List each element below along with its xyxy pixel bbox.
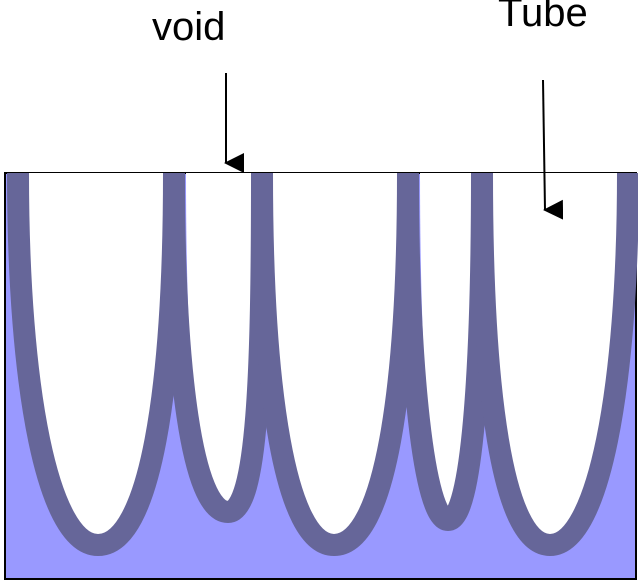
void-region <box>186 173 262 510</box>
tube-wall <box>7 172 185 556</box>
tube-label: Tube <box>498 0 588 35</box>
tube-interior <box>480 173 624 535</box>
tube-interior <box>24 173 168 535</box>
tube-walls <box>7 172 638 556</box>
tube-arrow <box>542 79 564 220</box>
tube-wall <box>471 172 638 556</box>
tube-interior <box>262 173 404 535</box>
tube-wall <box>251 172 419 556</box>
void-label: void <box>152 5 225 49</box>
